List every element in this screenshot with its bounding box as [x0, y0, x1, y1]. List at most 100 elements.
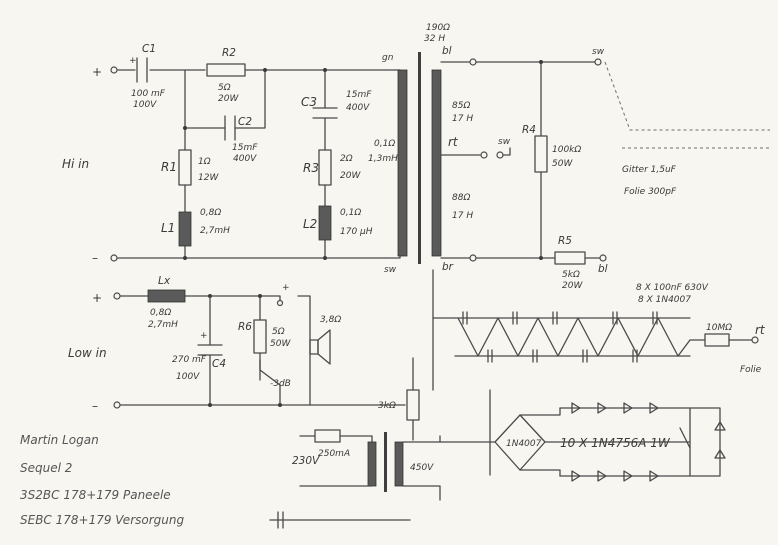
inductor-l2: L2 0,1Ω 170 μH [303, 205, 373, 241]
svg-text:bl: bl [598, 263, 608, 275]
inductor-l1: L1 0,8Ω 2,7mH [161, 208, 230, 247]
svg-text:170 μH: 170 μH [340, 227, 373, 237]
svg-text:br: br [442, 261, 454, 273]
grid-label: Gitter 1,5uF [622, 165, 677, 175]
capacitor-c2: C2 15mF 400V [184, 69, 266, 164]
svg-text:gn: gn [382, 53, 394, 63]
svg-text:250mA: 250mA [318, 449, 350, 459]
svg-text:85Ω: 85Ω [452, 101, 470, 111]
svg-text:20W: 20W [340, 171, 361, 181]
svg-text:270 mF: 270 mF [172, 355, 207, 365]
svg-text:R5: R5 [558, 235, 572, 247]
svg-text:bl: bl [442, 45, 452, 57]
note-line-3: 3S2BC 178+179 Paneele [20, 488, 171, 502]
capacitor-c4: + C4 270 mF 100V [172, 295, 226, 406]
svg-text:C1: C1 [142, 43, 156, 55]
svg-text:C2: C2 [238, 116, 252, 128]
svg-text:–: – [92, 399, 98, 413]
svg-text:rt: rt [755, 323, 766, 337]
svg-text:3kΩ: 3kΩ [378, 401, 396, 411]
svg-text:0,8Ω: 0,8Ω [200, 208, 221, 218]
svg-text:sw: sw [498, 137, 511, 147]
svg-text:C4: C4 [212, 358, 226, 370]
resistor-r4: R4 100kΩ 50W [522, 124, 581, 173]
svg-text:sw: sw [592, 47, 605, 57]
svg-text:10MΩ: 10MΩ [706, 323, 732, 333]
svg-text:20W: 20W [218, 94, 239, 104]
svg-text:32 H: 32 H [424, 34, 445, 44]
hi-input-section: + – Hi in + C1 100 mF 100V R2 5Ω 20W C2 … [62, 43, 398, 265]
svg-text:50W: 50W [270, 339, 291, 349]
hi-minus-sign: – [92, 251, 98, 265]
svg-text:Folie: Folie [740, 365, 762, 375]
output-network: sw bl R4 100kΩ 50W R5 5kΩ 20W Gitter 1,5… [475, 47, 770, 291]
svg-text:2,7mH: 2,7mH [148, 320, 178, 330]
svg-text:0,1Ω: 0,1Ω [374, 139, 395, 149]
hi-minus-terminal [110, 254, 118, 262]
svg-text:17 H: 17 H [452, 114, 473, 124]
svg-text:R3: R3 [303, 161, 319, 175]
svg-text:1Ω: 1Ω [198, 157, 211, 167]
svg-text:2,7mH: 2,7mH [200, 226, 230, 236]
svg-text:5Ω: 5Ω [218, 83, 231, 93]
attenuation-label: -3dB [270, 379, 291, 389]
svg-text:20W: 20W [562, 281, 583, 291]
svg-text:100kΩ: 100kΩ [552, 145, 581, 155]
svg-text:+: + [129, 56, 137, 66]
svg-text:15mF: 15mF [232, 143, 258, 153]
multiplier-caps-label: 8 X 100nF 630V [636, 283, 709, 293]
svg-text:+: + [282, 283, 290, 293]
svg-text:12W: 12W [198, 173, 219, 183]
svg-text:2Ω: 2Ω [340, 154, 353, 164]
note-line-2: Sequel 2 [20, 461, 72, 475]
svg-text:50W: 50W [552, 159, 573, 169]
resistor-r3: R3 2Ω 20W 1,3mH [303, 149, 398, 186]
svg-text:L2: L2 [303, 217, 317, 231]
svg-text:sw: sw [384, 265, 397, 275]
svg-text:+: + [200, 331, 208, 341]
hi-in-label: Hi in [62, 157, 89, 171]
svg-text:190Ω: 190Ω [426, 23, 450, 33]
svg-text:1,3mH: 1,3mH [368, 154, 398, 164]
capacitor-c3: C3 15mF 400V [301, 90, 372, 119]
svg-text:5Ω: 5Ω [272, 327, 285, 337]
svg-text:rt: rt [448, 135, 459, 149]
low-input-section: + – Low in Lx 0,8Ω 2,7mH + C4 270 mF 100… [68, 275, 406, 413]
note-line-1: Martin Logan [20, 433, 99, 447]
svg-text:+: + [92, 291, 102, 305]
svg-text:L1: L1 [161, 221, 175, 235]
low-in-label: Low in [68, 346, 107, 360]
capacitor-c1: + C1 100 mF 100V [129, 43, 166, 110]
multiplier-diodes-label: 8 X 1N4007 [638, 295, 691, 305]
voltage-multiplier: 8 X 100nF 630V 8 X 1N4007 10MΩ rt Folie [432, 269, 766, 391]
svg-text:R4: R4 [522, 124, 536, 136]
svg-text:R2: R2 [222, 47, 236, 59]
fuse [314, 429, 341, 443]
resistor-r5: R5 5kΩ 20W [554, 235, 586, 291]
svg-text:17 H: 17 H [452, 211, 473, 221]
svg-text:100 mF: 100 mF [131, 89, 166, 99]
svg-text:0,1Ω: 0,1Ω [340, 208, 361, 218]
note-line-4: SEBC 178+179 Versorgung [20, 513, 184, 527]
svg-text:15mF: 15mF [346, 90, 372, 100]
svg-text:400V: 400V [346, 103, 370, 113]
svg-text:C3: C3 [301, 95, 317, 109]
diode-chain-label: 10 X 1N4756A 1W [560, 436, 671, 450]
audio-transformer: gn sw 0,1Ω 190Ω 32 H bl 85Ω 17 H rt sw 8… [374, 23, 511, 275]
inductor-lx: Lx 0,8Ω 2,7mH [147, 275, 186, 330]
multiplier-resistor [704, 333, 730, 347]
svg-text:Lx: Lx [158, 275, 171, 287]
power-supply: 3kΩ 250mA 230V 450V 1N4007 10 X 1N4756A … [269, 357, 726, 529]
grid-label-2: Folie 300pF [624, 187, 677, 197]
svg-text:88Ω: 88Ω [452, 193, 470, 203]
resistor-r6: R6 5Ω 50W [238, 319, 291, 354]
hi-plus-terminal [110, 66, 118, 74]
speaker-icon: 3,8Ω [309, 315, 341, 365]
svg-text:100V: 100V [176, 372, 200, 382]
svg-text:1N4007: 1N4007 [506, 439, 542, 449]
supply-resistor [406, 389, 420, 421]
resistor-r1: R1 1Ω 12W [161, 127, 219, 259]
svg-text:R6: R6 [238, 321, 252, 333]
